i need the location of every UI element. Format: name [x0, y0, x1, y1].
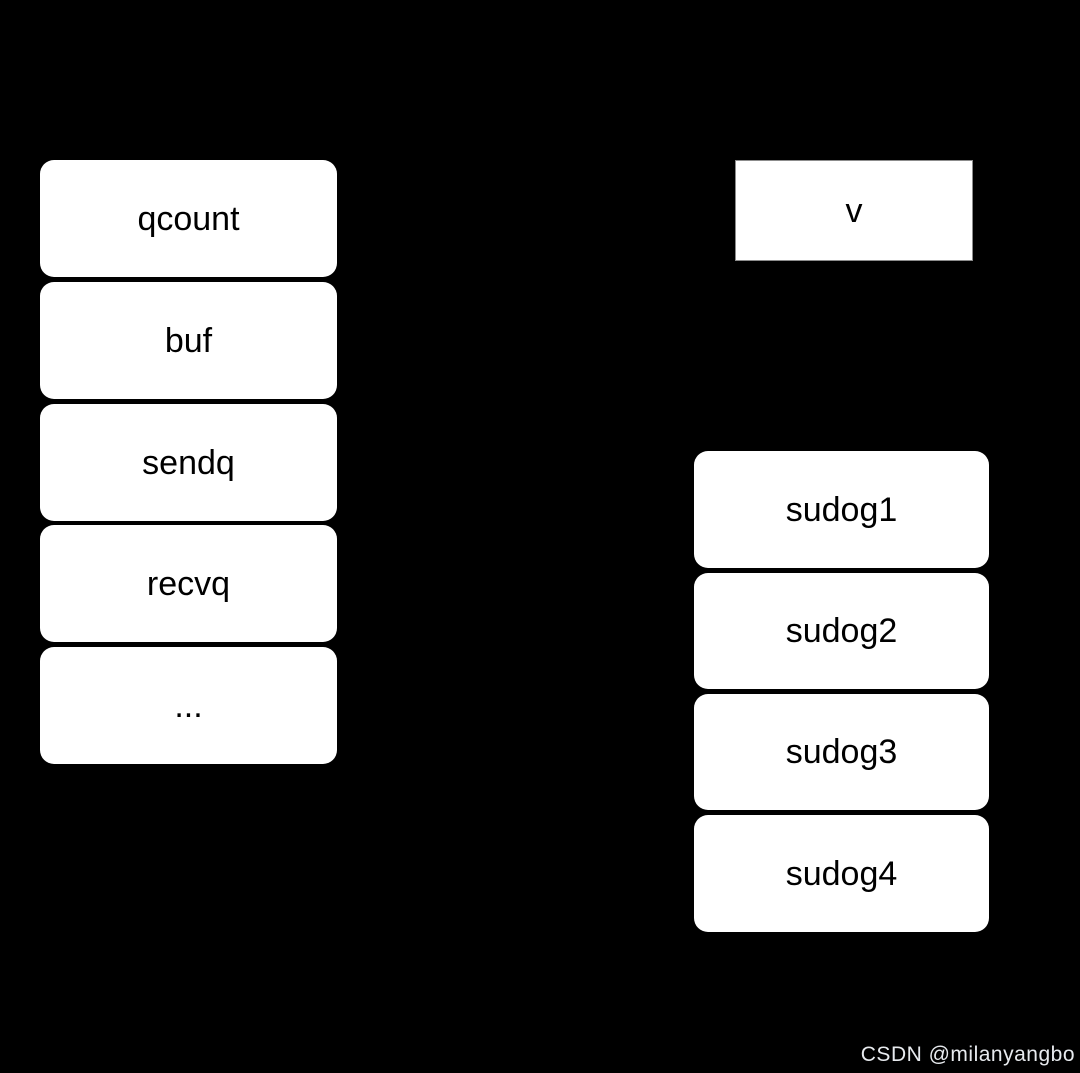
hchan-field-buf-label: buf	[164, 321, 213, 360]
hchan-field-ellipsis: ...	[40, 647, 337, 764]
hchan-field-ellipsis-label: ...	[174, 686, 203, 725]
value-box: v	[735, 160, 973, 261]
sudog-box-4-label: sudog4	[785, 854, 898, 893]
sudog-box-1: sudog1	[694, 451, 989, 568]
hchan-field-recvq: recvq	[40, 525, 337, 642]
watermark-text: CSDN @milanyangbo	[860, 1043, 1075, 1066]
hchan-field-sendq-label: sendq	[142, 443, 235, 482]
sudog-box-2: sudog2	[694, 573, 989, 689]
sudog-box-3-label: sudog3	[785, 733, 898, 771]
value-box-label: v	[845, 191, 863, 230]
hchan-field-recvq-label: recvq	[146, 564, 231, 603]
hchan-field-sendq: sendq	[40, 404, 337, 521]
sudog-box-3: sudog3	[694, 694, 989, 810]
hchan-field-qcount: qcount	[40, 160, 337, 277]
sudog-box-2-label: sudog2	[785, 612, 898, 650]
hchan-field-qcount-label: qcount	[137, 199, 240, 238]
sudog-box-1-label: sudog1	[785, 490, 898, 529]
sudog-box-4: sudog4	[694, 815, 989, 932]
hchan-field-buf: buf	[40, 282, 337, 399]
